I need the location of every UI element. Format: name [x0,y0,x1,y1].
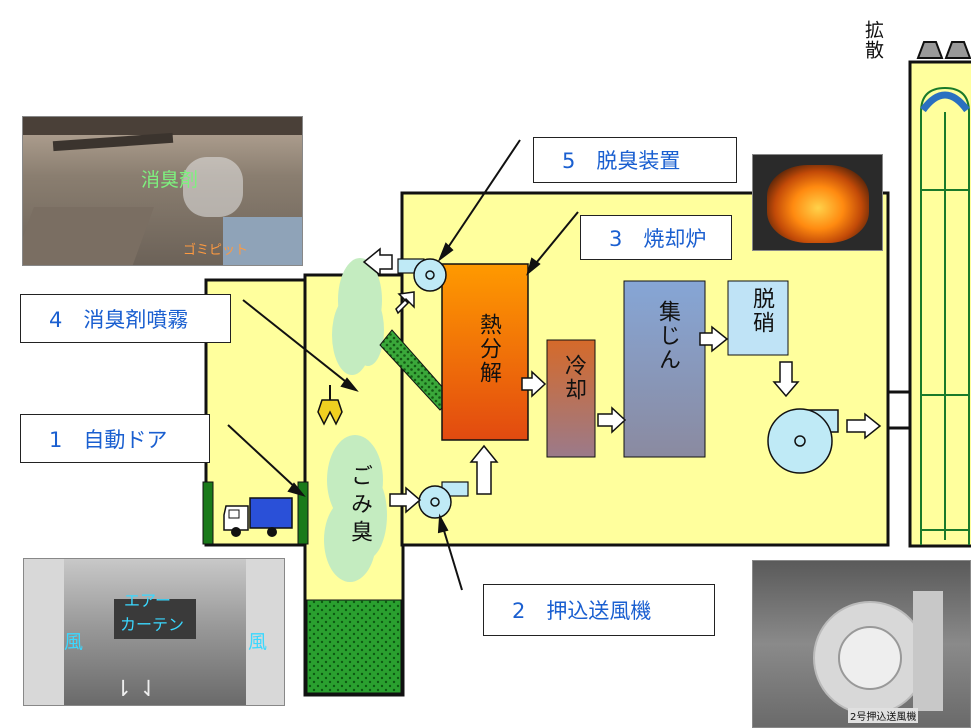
curtain-annotation: カーテン [120,615,185,634]
forced-draft-fan-icon [418,481,469,519]
truck-icon [223,497,293,537]
door-right [297,481,309,545]
flow-arrows [362,247,882,514]
dust-collection-label: 集じん [655,300,680,372]
cooling-tower [546,339,596,458]
door-left [202,481,214,545]
photo-air-curtain: ⇂ ⇃ エアー カーテン 風 風 [23,558,285,706]
wind-left-annotation: 風 [64,631,84,653]
callout-automatic-door: 1 自動ドア [20,414,210,463]
dust-collector [623,280,706,458]
fan-plate: 2号押込送風機 [848,708,919,723]
callout-deodorant-spray: 4 消臭剤噴霧 [20,294,231,343]
crane-grab [317,385,343,426]
callout-pointers [227,139,579,591]
smell-cloud-upper [332,258,384,375]
denox-label: 脱硝 [749,287,774,335]
callout-deodorizer: 5 脱臭装置 [533,137,737,183]
diffuse-label: 拡散 [862,20,884,60]
spray-annotation: 消臭剤 [141,169,199,191]
induced-draft-fan-icon [767,408,839,474]
smell-cloud-lower [324,435,387,582]
photo-forced-draft-fan: 2号押込送風機 [752,560,971,728]
denox-unit [727,280,789,356]
air-annotation: エアー [124,591,172,610]
incinerator [441,263,529,441]
stack [908,41,971,548]
photo-furnace [752,154,883,251]
wind-right-annotation: 風 [248,631,268,653]
callout-incinerator: 3 焼却炉 [580,215,732,260]
garbage-smell-label: ごみ臭 [347,464,372,548]
garbage-pit [306,599,402,694]
thermal-decomposition-label: 熱分解 [476,313,501,385]
photo-deodorant-spray: 消臭剤 ゴミピット [22,116,303,266]
deodorizer-fan-icon [397,258,447,292]
cooling-label: 冷却 [561,354,586,402]
pit-annotation: ゴミピット [183,243,249,258]
callout-forced-draft-fan: 2 押込送風機 [483,584,715,636]
